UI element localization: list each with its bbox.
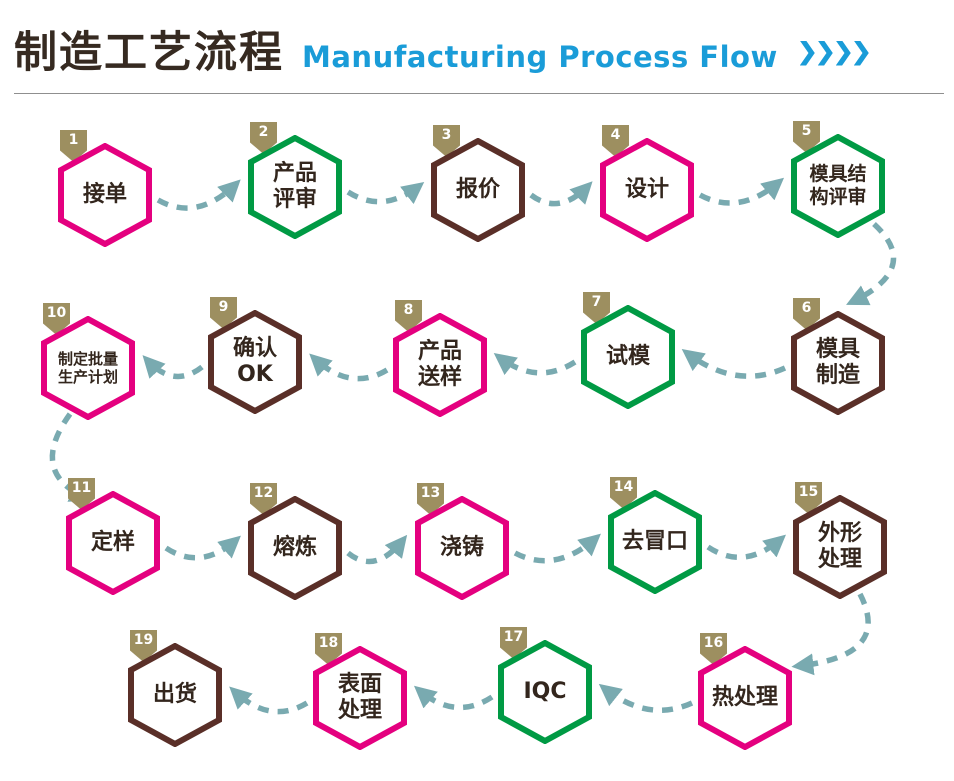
step-label: 确认 OK — [232, 335, 277, 387]
step-label: IQC — [523, 678, 567, 704]
hexagon-shape — [698, 646, 792, 750]
chevron-right-icons — [799, 40, 869, 66]
header-divider — [14, 93, 944, 94]
step-label: 定样 — [90, 529, 135, 555]
flow-arrow-13-14 — [513, 533, 601, 564]
step-label: 模具 制造 — [815, 336, 860, 388]
flow-arrow-11-12 — [164, 535, 241, 561]
step-label: 报价 — [455, 176, 500, 202]
hexagon-shape — [58, 143, 152, 247]
hexagon-shape — [608, 490, 702, 594]
flow-arrow-18-19 — [229, 686, 309, 715]
hexagon-shape — [248, 496, 342, 600]
step-label: 产品 评审 — [272, 160, 317, 212]
hexagon-shape — [581, 305, 675, 409]
step-label: 外形 处理 — [817, 520, 862, 572]
flow-arrow-16-17 — [598, 683, 694, 713]
flow-arrow-7-8 — [493, 352, 577, 376]
flow-arrow-8-9 — [309, 353, 389, 382]
hexagon-shape — [128, 643, 222, 747]
title-row: 制造工艺流程 Manufacturing Process Flow — [14, 18, 944, 80]
step-label: 去冒口 — [621, 528, 688, 554]
hexagon-shape — [498, 640, 592, 744]
step-label: 模具结 构评审 — [809, 163, 867, 208]
hexagon-shape — [208, 310, 302, 414]
hexagon-shape — [415, 496, 509, 600]
hexagon-shape — [600, 138, 694, 242]
flow-arrow-3-4 — [529, 181, 593, 207]
flow-arrow-9-10 — [142, 355, 204, 380]
step-label: 设计 — [624, 176, 669, 202]
step-label: 熔炼 — [272, 534, 317, 560]
hexagon-shape — [393, 313, 487, 417]
hexagon-shape — [66, 491, 160, 595]
hexagon-shape — [791, 311, 885, 415]
step-label: 出货 — [152, 681, 197, 707]
flow-arrow-1-2 — [156, 179, 241, 211]
flow-arrow-17-18 — [413, 685, 494, 711]
hexagon-shape — [313, 646, 407, 750]
flow-arrow-6-7 — [681, 349, 787, 379]
flow-arrow-15-16 — [791, 592, 871, 676]
hexagon-shape — [248, 135, 342, 239]
step-label: 浇铸 — [439, 534, 484, 560]
step-label: 表面 处理 — [337, 671, 382, 723]
step-label: 接单 — [82, 181, 127, 207]
step-label: 热处理 — [711, 684, 778, 710]
page-title-en: Manufacturing Process Flow — [302, 40, 778, 74]
step-label: 产品 送样 — [417, 338, 462, 390]
flow-arrow-12-13 — [346, 534, 408, 565]
hexagon-shape — [791, 134, 885, 238]
step-label: 制定批量 生产计划 — [57, 350, 118, 386]
hexagon-shape — [41, 316, 135, 420]
hexagon-shape — [431, 138, 525, 242]
page-title-zh: 制造工艺流程 — [14, 28, 284, 78]
flow-arrow-4-5 — [698, 177, 785, 206]
step-label: 试模 — [605, 343, 650, 369]
flow-arrow-2-3 — [346, 181, 425, 205]
flow-arrow-14-15 — [706, 534, 786, 560]
header: 制造工艺流程 Manufacturing Process Flow — [0, 0, 954, 94]
